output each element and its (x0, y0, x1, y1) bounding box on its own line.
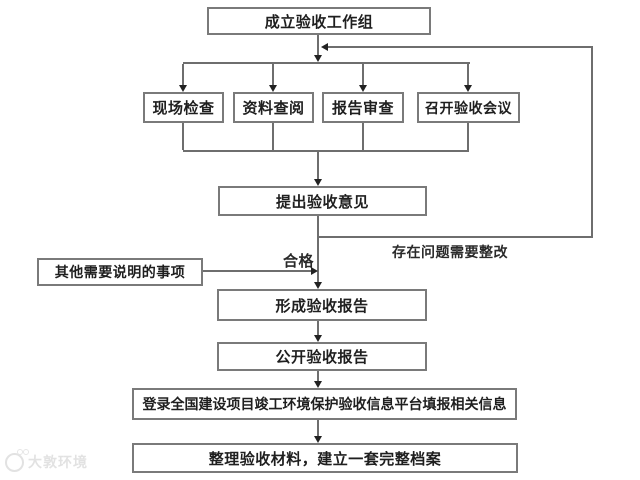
arrowhead-down-icon (314, 335, 322, 342)
watermark-text: 大敦环境 (28, 455, 88, 471)
connector-drop-doc (272, 64, 274, 86)
node-site-check: 现场检查 (143, 92, 224, 123)
node-doc-review: 资料查阅 (233, 92, 314, 123)
connector-spine-form (317, 216, 319, 282)
arrowhead-down-icon (464, 85, 472, 92)
arrowhead-down-icon (179, 85, 187, 92)
connector-stub-report (362, 123, 364, 150)
node-platform: 登录全国建设项目竣工环境保护验收信息平台填报相关信息 (132, 388, 517, 420)
arrowhead-down-icon (269, 85, 277, 92)
arrowhead-down-icon (314, 436, 322, 443)
connector-publish-platform (317, 371, 319, 382)
connector-feedback-right (591, 47, 593, 238)
connector-feedback-top (328, 46, 593, 48)
arrowhead-right-icon (311, 267, 318, 275)
connector-drop-meeting (467, 64, 469, 86)
connector-form-publish (317, 321, 319, 336)
connector-spine-opinion (317, 150, 319, 180)
connector-other-items (203, 270, 311, 272)
node-archive: 整理验收材料，建立一套完整档案 (132, 443, 518, 473)
edge-label-qualified: 合格 (282, 252, 314, 270)
arrowhead-down-icon (314, 179, 322, 186)
connector-collector (183, 150, 469, 152)
connector-platform-archive (317, 420, 319, 437)
node-setup-team: 成立验收工作组 (207, 7, 431, 35)
connector-stub-doc (272, 123, 274, 150)
node-form-report: 形成验收报告 (217, 289, 427, 321)
node-opinion: 提出验收意见 (218, 186, 427, 216)
node-publish-report: 公开验收报告 (217, 342, 427, 371)
watermark: 大敦环境 (5, 448, 88, 472)
connector-distribution (183, 62, 470, 64)
arrowhead-down-icon (359, 85, 367, 92)
connector-drop-site (182, 64, 184, 86)
arrowhead-left-icon (321, 43, 328, 51)
node-report-review: 报告审查 (322, 92, 404, 123)
connector-drop-report (362, 64, 364, 86)
connector-stub-site (182, 123, 184, 150)
node-hold-meeting: 召开验收会议 (417, 92, 520, 123)
arrowhead-down-icon (314, 55, 322, 62)
edge-label-rectify: 存在问题需要整改 (392, 245, 508, 261)
connector-spine-top (317, 35, 319, 56)
node-other-items: 其他需要说明的事项 (37, 258, 203, 286)
connector-feedback-bottom (318, 236, 593, 238)
watermark-logo-icon (5, 448, 29, 472)
arrowhead-down-icon (314, 282, 322, 289)
connector-stub-meeting (467, 123, 469, 150)
arrowhead-down-icon (314, 381, 322, 388)
